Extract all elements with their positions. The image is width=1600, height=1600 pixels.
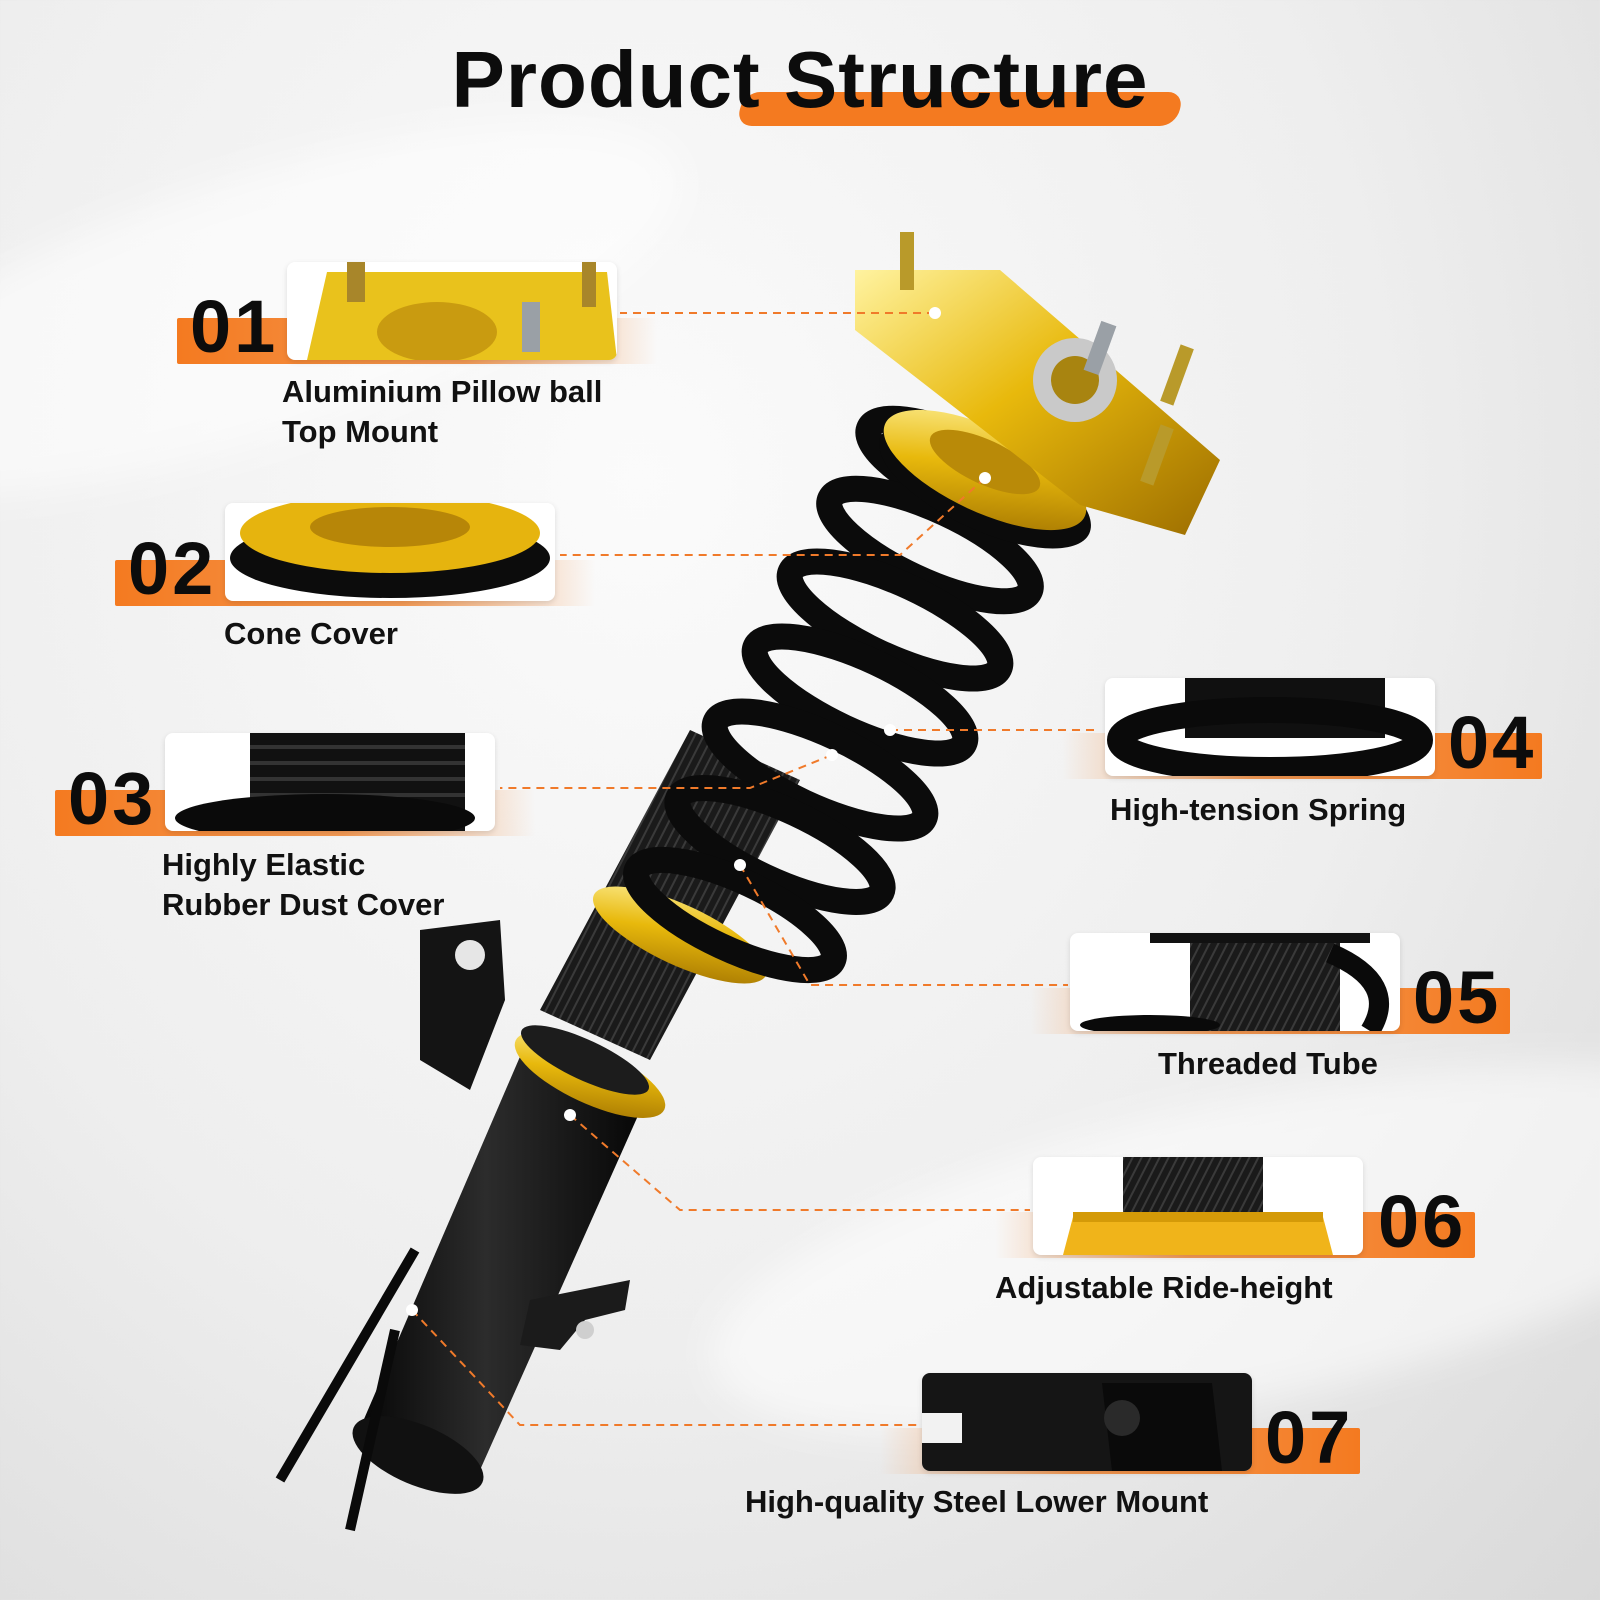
callout-thumbnail [225, 503, 555, 601]
callout-number: 07 [1265, 1396, 1354, 1479]
callout-label: High-tension Spring [1110, 792, 1407, 827]
lower-shock-body [352, 1045, 645, 1494]
callout-number: 01 [190, 285, 279, 368]
callout-thumbnail [165, 733, 495, 831]
callout-number: 06 [1378, 1180, 1467, 1263]
ride-height-collar-icon [1063, 1157, 1333, 1255]
callout-label: Highly Elastic Rubber Dust Cover [162, 847, 445, 922]
callout-label: Adjustable Ride-height [995, 1270, 1333, 1305]
callout-number: 03 [68, 757, 157, 840]
callout-label: Threaded Tube [1158, 1046, 1378, 1081]
lower-mount-bracket [275, 1247, 630, 1532]
lower-mount-bracket-icon [922, 1373, 1252, 1471]
callout-number: 02 [128, 527, 217, 610]
page-title: Product Structure [451, 35, 1149, 124]
callout-label: Cone Cover [224, 616, 398, 651]
callout-leader-lines [411, 312, 1100, 1426]
callout-thumbnail [1105, 678, 1435, 776]
dust-cover-icon [175, 733, 475, 831]
callout-number: 04 [1448, 701, 1537, 784]
callout-thumbnail [1033, 1157, 1363, 1255]
callout-anchor-dots [406, 307, 991, 1316]
callout-label: High-quality Steel Lower Mount [745, 1484, 1209, 1519]
callout-thumbnail [287, 262, 617, 360]
top-mount-plate-icon [307, 262, 617, 360]
threaded-tube-icon [1080, 933, 1389, 1031]
top-mount-plate [855, 232, 1220, 535]
cone-cover-icon [230, 503, 550, 598]
callout-thumbnail [922, 1373, 1252, 1471]
callout-number: 05 [1413, 956, 1502, 1039]
spring-coil-icon [1107, 678, 1433, 776]
cone-cover [879, 409, 1091, 549]
knuckle-bracket [420, 920, 505, 1090]
header: Product Structure [0, 30, 1600, 140]
callout-label: Aluminium Pillow ball Top Mount [282, 374, 603, 449]
callout-thumbnail [1070, 933, 1400, 1031]
threaded-tube [540, 730, 800, 1060]
